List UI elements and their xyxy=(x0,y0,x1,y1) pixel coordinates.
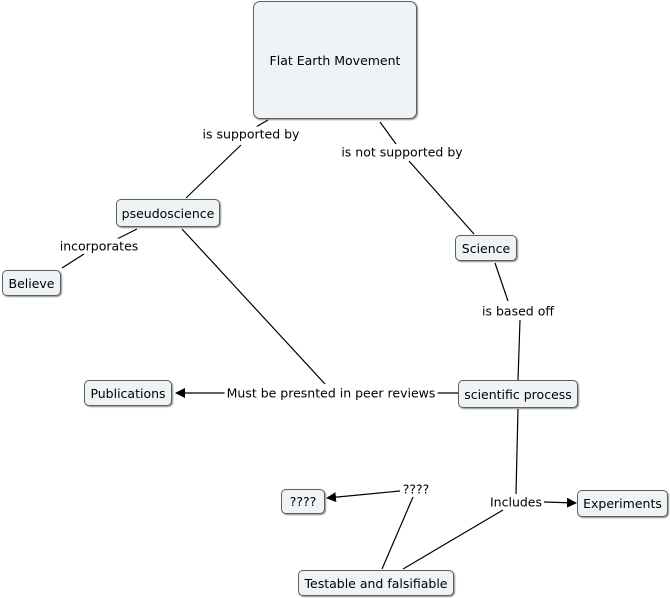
connector-science-to-based-off xyxy=(494,262,509,302)
node-unknown[interactable]: ???? xyxy=(281,489,325,514)
connector-pseudoscience-to-peer-reviews xyxy=(181,228,326,385)
node-testable-and-falsifiable[interactable]: Testable and falsifiable xyxy=(298,570,454,596)
link-label-is-based-off: is based off xyxy=(480,303,556,319)
node-believe[interactable]: Believe xyxy=(2,270,61,296)
link-label-incorporates: incorporates xyxy=(57,238,141,254)
connector-includes-to-testable xyxy=(402,509,504,570)
link-label-includes: Includes xyxy=(487,494,545,510)
node-pseudoscience[interactable]: pseudoscience xyxy=(116,199,220,227)
node-flat-earth-movement[interactable]: Flat Earth Movement xyxy=(253,1,417,119)
node-publications[interactable]: Publications xyxy=(84,380,172,406)
link-label-is-supported-by: is supported by xyxy=(200,126,302,142)
connector-flat-earth-to-not-supported xyxy=(379,121,397,145)
arrow-unknown-link-to-unknown-node xyxy=(326,490,401,503)
connector-testable-to-unknown-link xyxy=(381,496,414,570)
link-label-peer-reviews: Must be presnted in peer reviews xyxy=(224,385,438,401)
node-experiments[interactable]: Experiments xyxy=(577,490,668,517)
link-label-unknown: ???? xyxy=(400,481,432,497)
node-science[interactable]: Science xyxy=(455,235,517,261)
link-label-is-not-supported-by: is not supported by xyxy=(339,144,465,160)
connector-incorporates-to-believe xyxy=(61,253,85,269)
connector-flat-earth-to-supported xyxy=(255,119,269,128)
node-scientific-process[interactable]: scientific process xyxy=(458,380,578,408)
connector-pseudoscience-to-incorporates xyxy=(116,228,138,240)
connector-supported-to-pseudoscience xyxy=(185,144,242,199)
connector-not-supported-to-science xyxy=(408,160,475,235)
arrow-includes-to-experiments xyxy=(543,497,577,508)
connector-based-off-to-process xyxy=(517,319,521,381)
connector-process-to-includes xyxy=(515,408,519,495)
